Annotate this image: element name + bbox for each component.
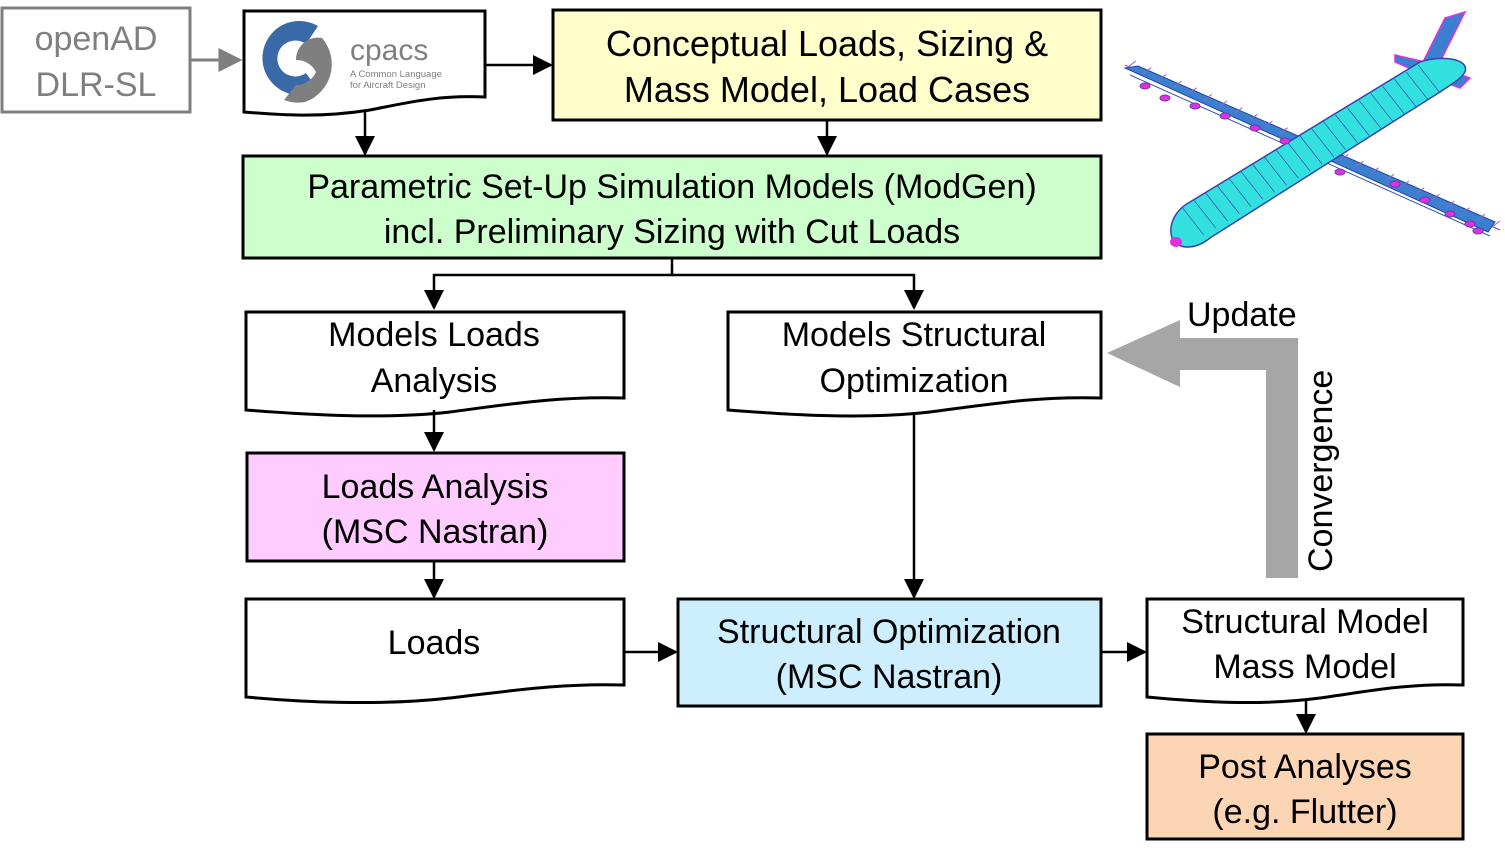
wing-rib: [1491, 220, 1501, 228]
fuselage-frame: [1181, 206, 1205, 236]
struct-model-line-1: Structural Model: [1181, 603, 1429, 641]
fuselage-frame: [1323, 121, 1346, 151]
cpacs-tagline-1: A Common Language: [350, 69, 442, 80]
wing-rib: [1461, 207, 1470, 215]
wing-load-point: [1472, 227, 1484, 235]
wing-rib: [1249, 113, 1258, 121]
wing-rib: [1264, 120, 1273, 128]
wing-rib: [1158, 73, 1167, 81]
split-connector: [424, 258, 924, 310]
models-loads-line-2: Analysis: [371, 362, 498, 400]
fuselage-frame: [1287, 142, 1311, 172]
fuselage-frame: [1358, 100, 1382, 129]
parametric-line-2: incl. Preliminary Sizing with Cut Loads: [384, 213, 960, 251]
models-loads-analysis-doc: Models Loads Analysis: [244, 310, 626, 418]
fuselage-frame: [1240, 171, 1264, 200]
wing-rib: [1385, 173, 1395, 181]
cpacs-logo-icon: [262, 21, 332, 103]
fuselage-frame: [1228, 178, 1252, 207]
wing-rib: [1340, 153, 1349, 161]
fuselage-frame: [1216, 185, 1240, 214]
fuselage-frame: [1205, 192, 1228, 221]
wing-rib: [1400, 180, 1410, 188]
wing-rib: [1142, 67, 1152, 75]
models-struct-line-1: Models Structural: [782, 316, 1047, 354]
wing-load-point: [1189, 102, 1201, 110]
loads-label: Loads: [388, 624, 481, 662]
wing-load-point: [1464, 220, 1476, 228]
wing-load-point: [1159, 94, 1171, 102]
wing-load-point: [1279, 137, 1291, 145]
models-loads-line-1: Models Loads: [328, 316, 540, 354]
loads-analysis-box: Loads Analysis (MSC Nastran): [245, 451, 626, 563]
fuselage-frame: [1370, 93, 1394, 122]
aircraft-fe-model-image: [1123, 10, 1501, 248]
conceptual-line-1: Conceptual Loads, Sizing &: [606, 23, 1048, 64]
convergence-label: Convergence: [1302, 370, 1340, 572]
loads-analysis-line-1: Loads Analysis: [322, 468, 549, 506]
parametric-setup-box: Parametric Set-Up Simulation Models (Mod…: [241, 154, 1103, 260]
loads-analysis-line-2: (MSC Nastran): [322, 513, 549, 551]
wing-rib: [1446, 200, 1455, 208]
wing-rib: [1188, 87, 1197, 95]
models-struct-line-2: Optimization: [820, 362, 1009, 400]
fuselage-frame: [1394, 79, 1417, 108]
wing-rib: [1370, 167, 1379, 175]
wing-rib: [1415, 187, 1425, 195]
fuselage-frame: [1299, 135, 1323, 165]
wing-load-point: [1419, 196, 1431, 204]
struct-opt-line-1: Structural Optimization: [717, 613, 1061, 651]
models-structural-optimization-doc: Models Structural Optimization: [726, 310, 1103, 418]
wing-rib: [1279, 127, 1288, 135]
struct-opt-line-2: (MSC Nastran): [776, 658, 1003, 696]
wing-rib: [1127, 60, 1137, 68]
wing-rib: [1233, 107, 1243, 115]
source-line-2: DLR-SL: [36, 66, 157, 104]
wing-load-point: [1139, 82, 1151, 90]
loads-doc: Loads: [244, 597, 626, 705]
fuselage-frame: [1382, 86, 1406, 115]
post-line-2: (e.g. Flutter): [1212, 793, 1397, 831]
structural-mass-model-doc: Structural Model Mass Model: [1145, 597, 1465, 705]
cpacs-document: cpacs A Common Language for Aircraft Des…: [242, 9, 487, 117]
wing-load-point: [1444, 210, 1456, 218]
fuselage-frame: [1276, 149, 1299, 179]
parametric-line-1: Parametric Set-Up Simulation Models (Mod…: [307, 168, 1036, 206]
update-convergence-arrow: Update Convergence: [1107, 296, 1340, 578]
wing-rib: [1431, 193, 1440, 201]
structural-optimization-box: Structural Optimization (MSC Nastran): [676, 597, 1103, 708]
fuselage-frame: [1264, 157, 1287, 186]
cpacs-logo-name: cpacs: [350, 34, 428, 67]
fuselage-frame: [1311, 128, 1335, 158]
wing-load-point: [1389, 180, 1401, 188]
fuselage-frame: [1417, 64, 1441, 94]
wing-rib: [1173, 80, 1182, 88]
wing-load-point: [1219, 112, 1231, 120]
wing-rib: [1203, 93, 1213, 101]
fuselage-frame: [1193, 199, 1216, 229]
fuselage-frame: [1335, 114, 1358, 143]
wing-rib: [1218, 100, 1228, 108]
fuselage-frame: [1346, 107, 1370, 136]
cpacs-tagline-2: for Aircraft Design: [350, 80, 426, 91]
fuselage-frame: [1252, 164, 1276, 193]
post-analyses-box: Post Analyses (e.g. Flutter): [1145, 732, 1465, 841]
post-line-1: Post Analyses: [1198, 748, 1412, 786]
conceptual-line-2: Mass Model, Load Cases: [624, 69, 1030, 110]
wing-load-point: [1334, 168, 1346, 176]
wing-rib: [1355, 160, 1364, 168]
source-box-openad: openAD DLR-SL: [0, 6, 192, 114]
wing-load-point: [1249, 124, 1261, 132]
struct-model-line-2: Mass Model: [1213, 648, 1396, 686]
conceptual-loads-box: Conceptual Loads, Sizing & Mass Model, L…: [551, 8, 1103, 122]
fuselage-frame: [1406, 71, 1429, 101]
update-label: Update: [1187, 296, 1297, 334]
source-line-1: openAD: [35, 20, 158, 58]
wing-rib: [1476, 213, 1486, 221]
